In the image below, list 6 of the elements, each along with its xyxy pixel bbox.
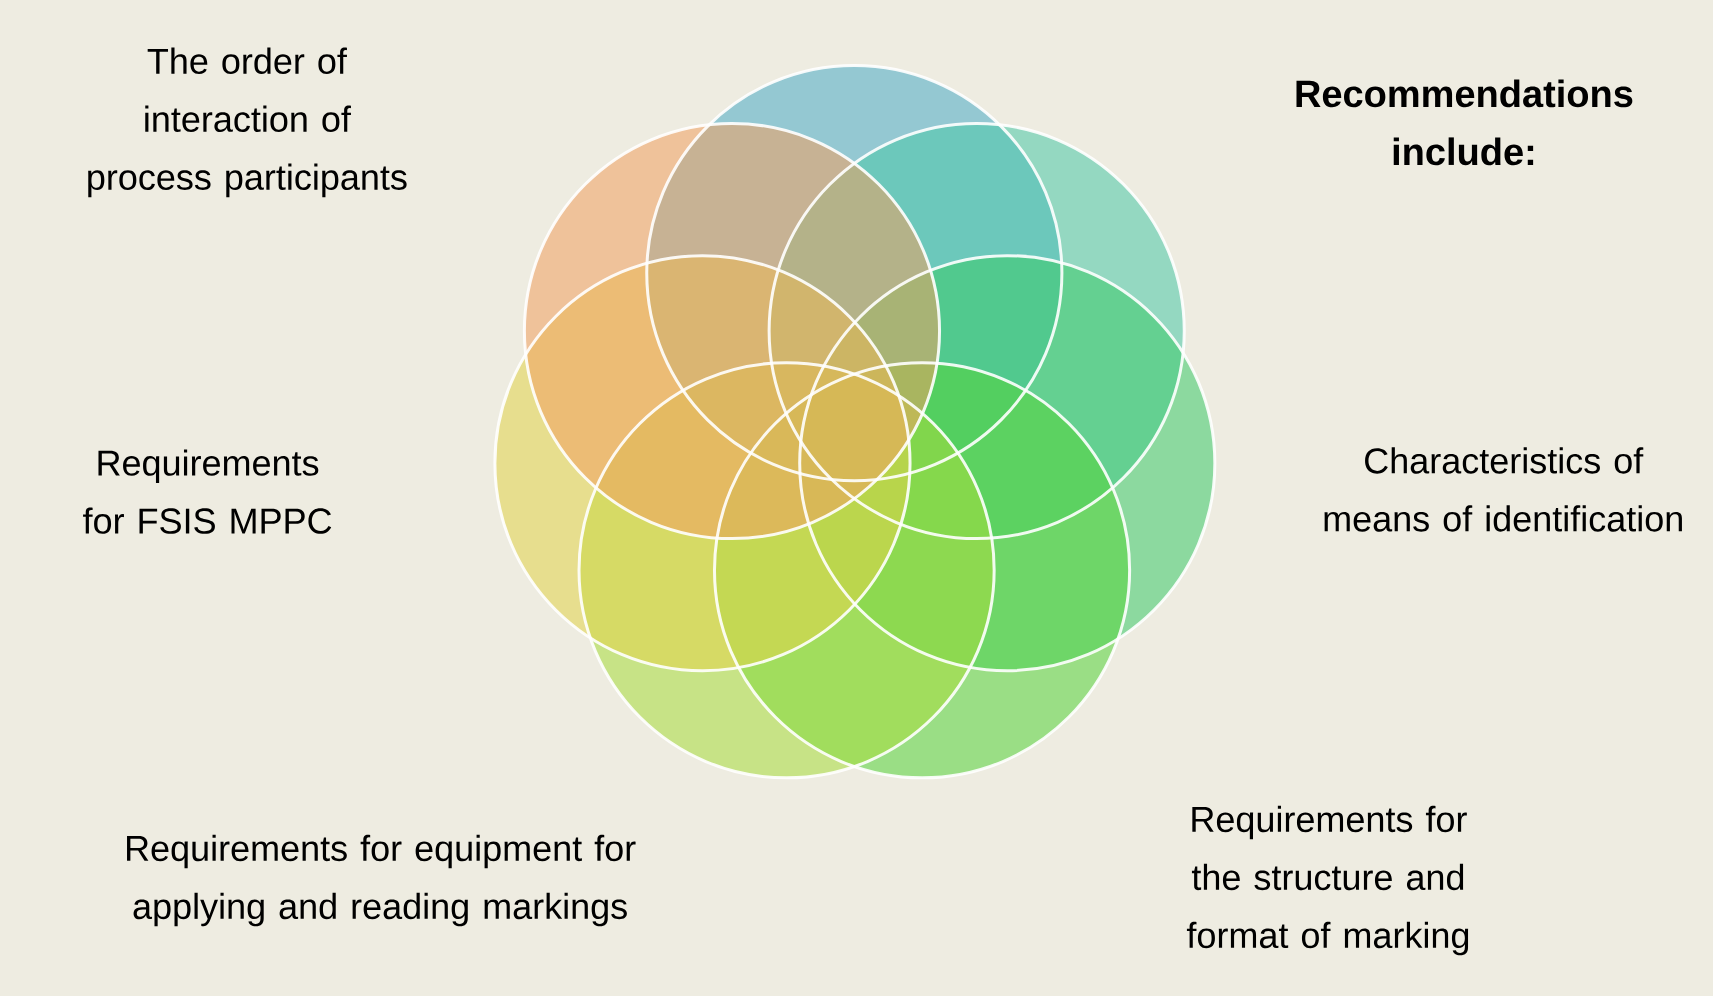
label-text: Characteristics of means of identification [1324,447,1682,532]
label-text: The order of interaction of process participants [88,47,407,197]
label-text: Requirements for the structure and format of marking [1186,805,1469,956]
label-text: Requirements for equipment for applying and reading markings [127,834,636,927]
heading: Recommendations include: [1296,79,1633,166]
label-text: Requirements for FSIS MPPC [83,449,332,534]
